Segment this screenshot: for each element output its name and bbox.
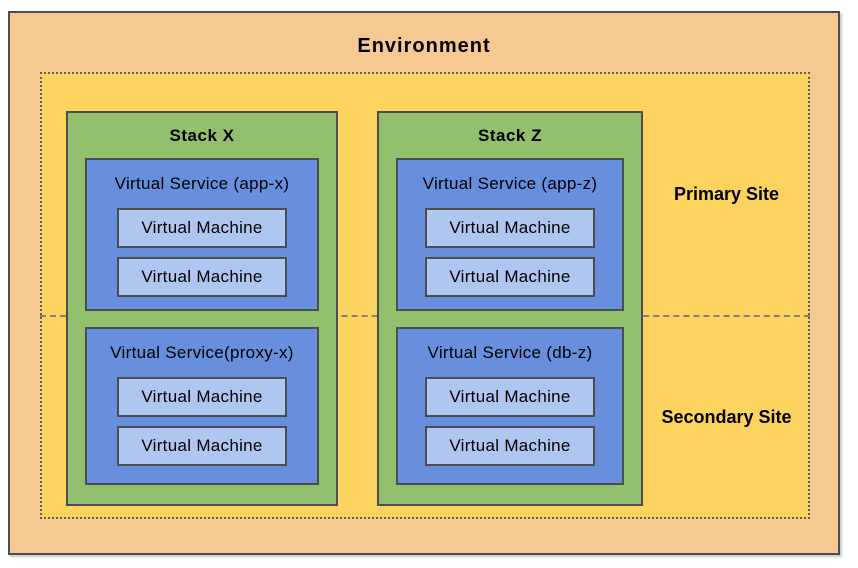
virtual-service-db-z-title: Virtual Service (db-z) bbox=[427, 343, 593, 362]
virtual-machine-box: Virtual Machine bbox=[117, 257, 287, 297]
stack-x-title: Stack X bbox=[169, 125, 235, 145]
virtual-service-db-z-box: Virtual Service (db-z) Virtual Machine V… bbox=[396, 327, 624, 485]
stack-z-title: Stack Z bbox=[478, 125, 542, 145]
virtual-machine-box: Virtual Machine bbox=[425, 257, 595, 297]
virtual-service-app-z-box: Virtual Service (app-z) Virtual Machine … bbox=[396, 158, 624, 311]
virtual-machine-box: Virtual Machine bbox=[425, 208, 595, 248]
environment-title: Environment bbox=[357, 35, 491, 57]
environment-box: Environment Primary Site Secondary Site … bbox=[8, 11, 840, 555]
secondary-site-label: Secondary Site bbox=[661, 407, 792, 427]
stack-x-box: Stack X Virtual Service (app-x) Virtual … bbox=[66, 111, 338, 506]
virtual-machine-box: Virtual Machine bbox=[117, 426, 287, 466]
primary-site-label: Primary Site bbox=[673, 184, 780, 204]
virtual-machine-box: Virtual Machine bbox=[425, 426, 595, 466]
virtual-service-app-x-title: Virtual Service (app-x) bbox=[114, 174, 290, 193]
virtual-machine-box: Virtual Machine bbox=[425, 377, 595, 417]
virtual-machine-box: Virtual Machine bbox=[117, 208, 287, 248]
virtual-service-app-x-box: Virtual Service (app-x) Virtual Machine … bbox=[85, 158, 319, 311]
stack-z-box: Stack Z Virtual Service (app-z) Virtual … bbox=[377, 111, 643, 506]
virtual-service-proxy-x-title: Virtual Service(proxy-x) bbox=[110, 343, 294, 362]
virtual-service-proxy-x-box: Virtual Service(proxy-x) Virtual Machine… bbox=[85, 327, 319, 485]
virtual-machine-box: Virtual Machine bbox=[117, 377, 287, 417]
virtual-service-app-z-title: Virtual Service (app-z) bbox=[422, 174, 598, 193]
